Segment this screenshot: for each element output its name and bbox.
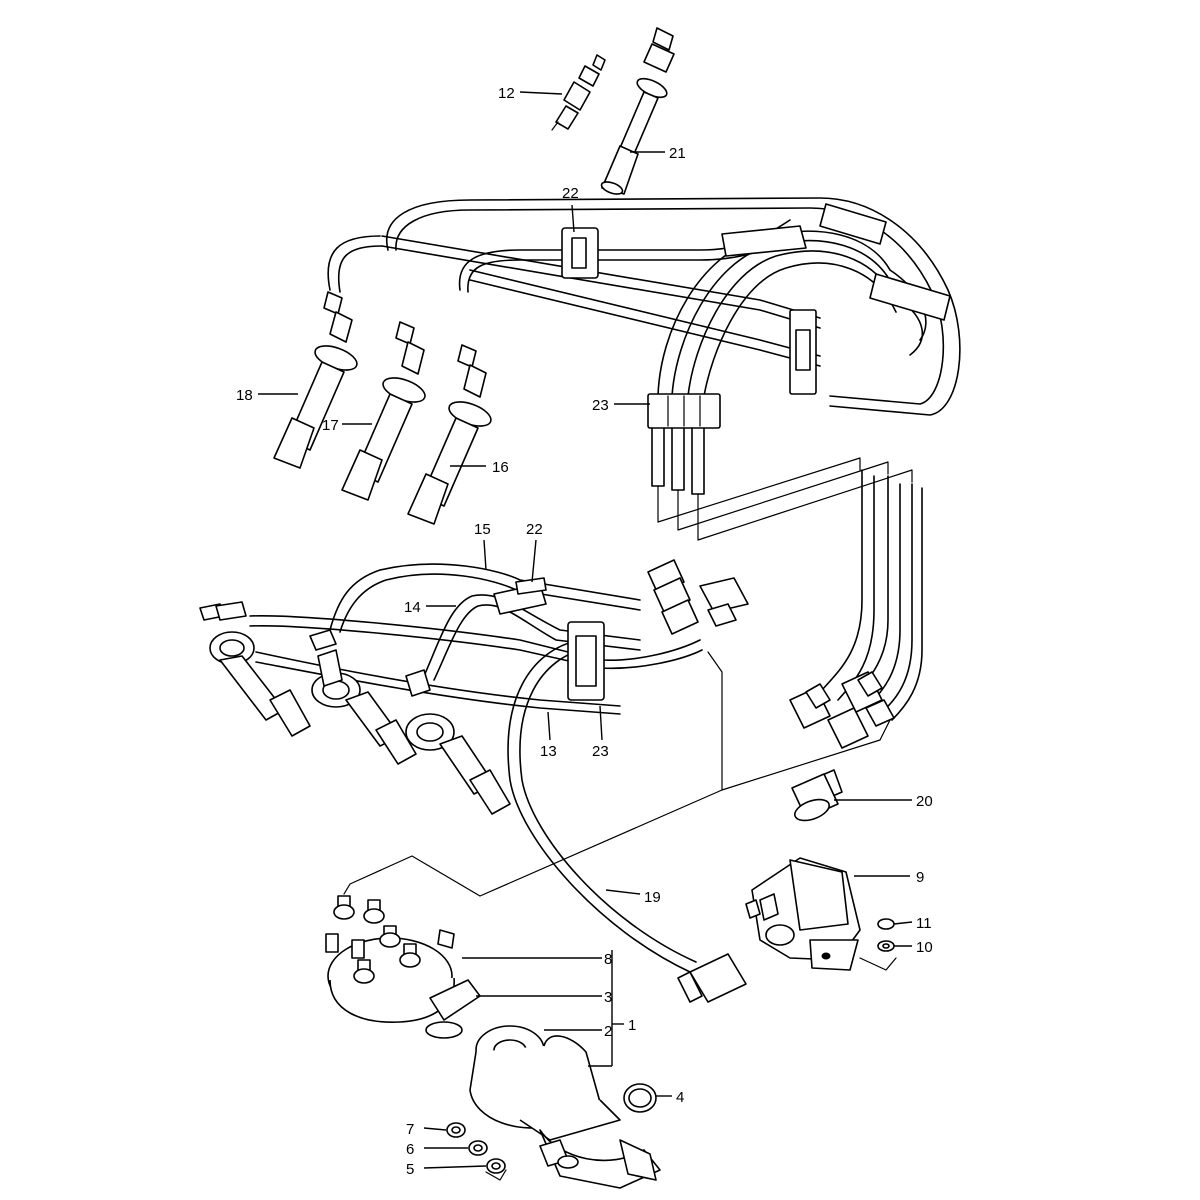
callout-9: 9 <box>916 869 924 886</box>
callout-labels: 12 21 22 18 17 16 23 15 22 14 13 23 20 1… <box>236 85 933 1178</box>
upper-ignition-lead-harness <box>327 197 961 541</box>
callout-20: 20 <box>916 793 933 810</box>
o-ring-4 <box>623 1083 657 1113</box>
callout-18: 18 <box>236 387 253 404</box>
callout-15: 15 <box>474 521 491 538</box>
coil-cap-9 <box>677 857 861 1003</box>
small-parts-5-6-7 <box>446 1122 507 1181</box>
reference-lines <box>343 651 891 897</box>
plug-connector-17 <box>341 321 426 501</box>
callout-19: 19 <box>644 889 661 906</box>
callout-22-lower: 22 <box>526 521 543 538</box>
distributor-body-2 <box>469 1025 661 1189</box>
spark-plug <box>551 54 606 131</box>
callout-3: 3 <box>604 989 612 1006</box>
plug-connector-18 <box>273 291 358 469</box>
callout-7: 7 <box>406 1121 414 1138</box>
callout-1: 1 <box>628 1017 636 1034</box>
callout-11: 11 <box>916 915 932 932</box>
callout-22-upper: 22 <box>562 185 579 202</box>
lower-ignition-lead-harness <box>199 559 749 973</box>
callout-5: 5 <box>406 1161 414 1178</box>
callout-16: 16 <box>492 459 509 476</box>
distributor-cap-8 <box>325 895 455 1023</box>
callout-14: 14 <box>404 599 421 616</box>
rotor-3 <box>425 979 481 1039</box>
callout-6: 6 <box>406 1141 414 1158</box>
leader-lines <box>258 91 913 1169</box>
callout-17: 17 <box>322 417 339 434</box>
callout-23-upper: 23 <box>592 397 609 414</box>
callout-23-lower: 23 <box>592 743 609 760</box>
washers-10-11 <box>859 918 897 971</box>
callout-21: 21 <box>669 145 686 162</box>
callout-4: 4 <box>676 1089 684 1106</box>
callout-13: 13 <box>540 743 557 760</box>
callout-10: 10 <box>916 939 933 956</box>
plug-connector-21 <box>600 27 675 195</box>
callout-8: 8 <box>604 951 612 968</box>
callout-2: 2 <box>604 1023 612 1040</box>
right-side-leads <box>789 469 923 749</box>
plug-connector-16 <box>407 344 492 525</box>
coil-connector-20 <box>791 769 843 822</box>
callout-12: 12 <box>498 85 515 102</box>
